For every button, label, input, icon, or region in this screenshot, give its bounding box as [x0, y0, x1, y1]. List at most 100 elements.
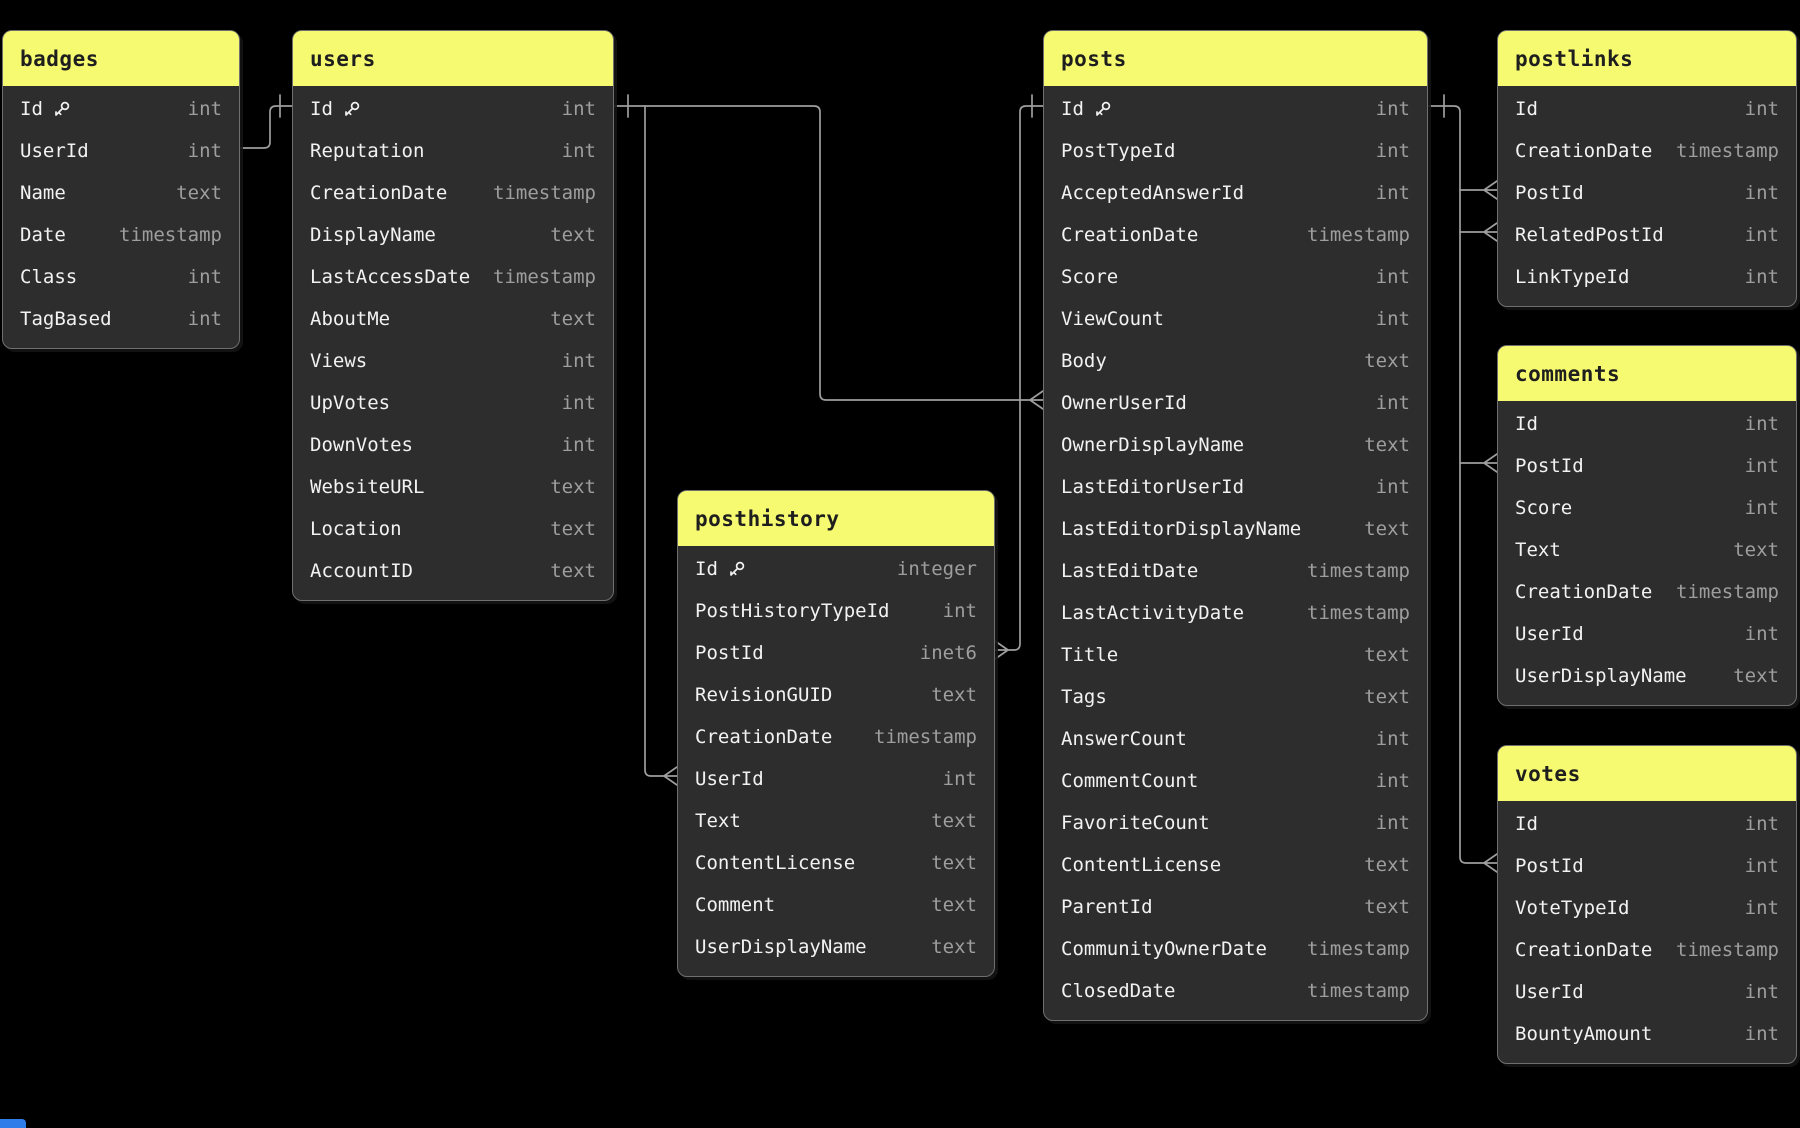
table-header-badges[interactable]: badges — [3, 31, 239, 86]
field-type: text — [550, 224, 596, 246]
table-header-comments[interactable]: comments — [1498, 346, 1796, 401]
field-name: AboutMe — [310, 308, 391, 330]
field-type: int — [1744, 855, 1779, 877]
table-header-posts[interactable]: posts — [1044, 31, 1427, 86]
table-header-users[interactable]: users — [293, 31, 613, 86]
field-name: UserId — [1515, 623, 1584, 645]
table-header-votes[interactable]: votes — [1498, 746, 1796, 801]
field-type: timestamp — [1676, 939, 1779, 961]
field-type: text — [550, 560, 596, 582]
field-name: LastActivityDate — [1061, 602, 1245, 624]
field-type: int — [1375, 770, 1410, 792]
field-name: DownVotes — [310, 434, 413, 456]
table-header-postlinks[interactable]: postlinks — [1498, 31, 1796, 86]
field-type: timestamp — [1307, 560, 1410, 582]
field-type: timestamp — [493, 266, 596, 288]
field-type: int — [1375, 476, 1410, 498]
field-type: inet6 — [919, 642, 977, 664]
field-type: int — [1375, 266, 1410, 288]
field-type: text — [931, 894, 977, 916]
table-header-posthistory[interactable]: posthistory — [678, 491, 994, 546]
field-name: Id — [695, 558, 718, 580]
table-title: comments — [1515, 361, 1621, 386]
